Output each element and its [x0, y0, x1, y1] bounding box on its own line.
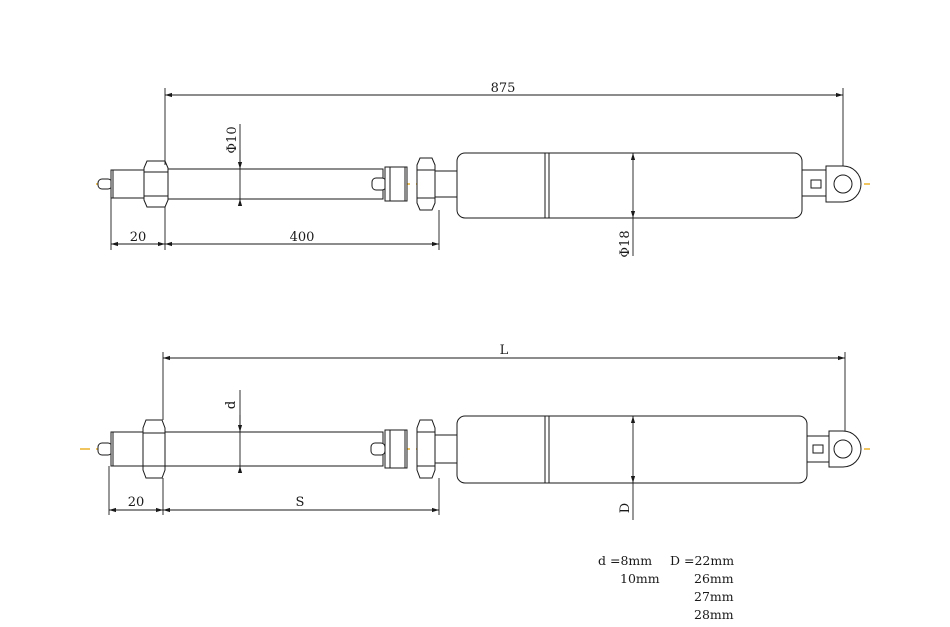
- bottom-nut-left: [142, 419, 166, 479]
- spec-rod-value: 10mm: [620, 571, 660, 586]
- top-nut-left: [143, 160, 169, 208]
- top-rod-fitting: [384, 166, 408, 202]
- top-cylinder: [456, 152, 803, 219]
- spec-tube-value: 26mm: [694, 571, 734, 586]
- bottom-thread-length-label: 20: [128, 495, 145, 510]
- spec-table: d =8mm D =22mm 10mm 26mm 27mm 28mm: [598, 552, 750, 624]
- spec-row: 10mm 26mm: [598, 570, 750, 588]
- spec-rod-value: [598, 588, 670, 606]
- bottom-gas-spring: L d 20 S D: [80, 343, 870, 520]
- spec-tube-value: D =22mm: [670, 553, 735, 568]
- top-rod: [167, 168, 384, 200]
- top-thread-length-label: 20: [130, 230, 147, 245]
- spec-tube-value: 27mm: [694, 589, 734, 604]
- spec-rod-value: d =8mm: [598, 553, 653, 568]
- spec-row: 27mm: [598, 588, 750, 606]
- bottom-thread: [110, 431, 147, 467]
- bottom-rod: [164, 431, 384, 467]
- bottom-overall-length-label: L: [500, 343, 509, 358]
- top-nut-right: [416, 157, 436, 211]
- top-gas-spring: 875 Φ10 20 400 Φ18: [96, 81, 870, 258]
- spec-row: d =8mm D =22mm: [598, 552, 750, 570]
- bottom-stroke-label: S: [296, 495, 305, 510]
- top-stroke-label: 400: [290, 230, 315, 245]
- spec-row: 28mm: [598, 606, 750, 624]
- top-thread: [110, 169, 148, 199]
- top-tube-diameter-label: Φ18: [618, 230, 633, 257]
- spec-rod-value: [598, 606, 670, 624]
- top-rod-diameter-label: Φ10: [225, 126, 240, 153]
- bottom-cylinder: [456, 415, 808, 484]
- top-stud-tip: [97, 178, 113, 190]
- spec-tube-value: 28mm: [694, 607, 734, 622]
- bottom-tube-diameter-label: D: [618, 503, 633, 513]
- bottom-rod-fitting: [384, 429, 408, 469]
- bottom-nut-right: [416, 419, 436, 479]
- top-overall-length-label: 875: [491, 81, 516, 96]
- bottom-rod-diameter-label: d: [224, 401, 239, 409]
